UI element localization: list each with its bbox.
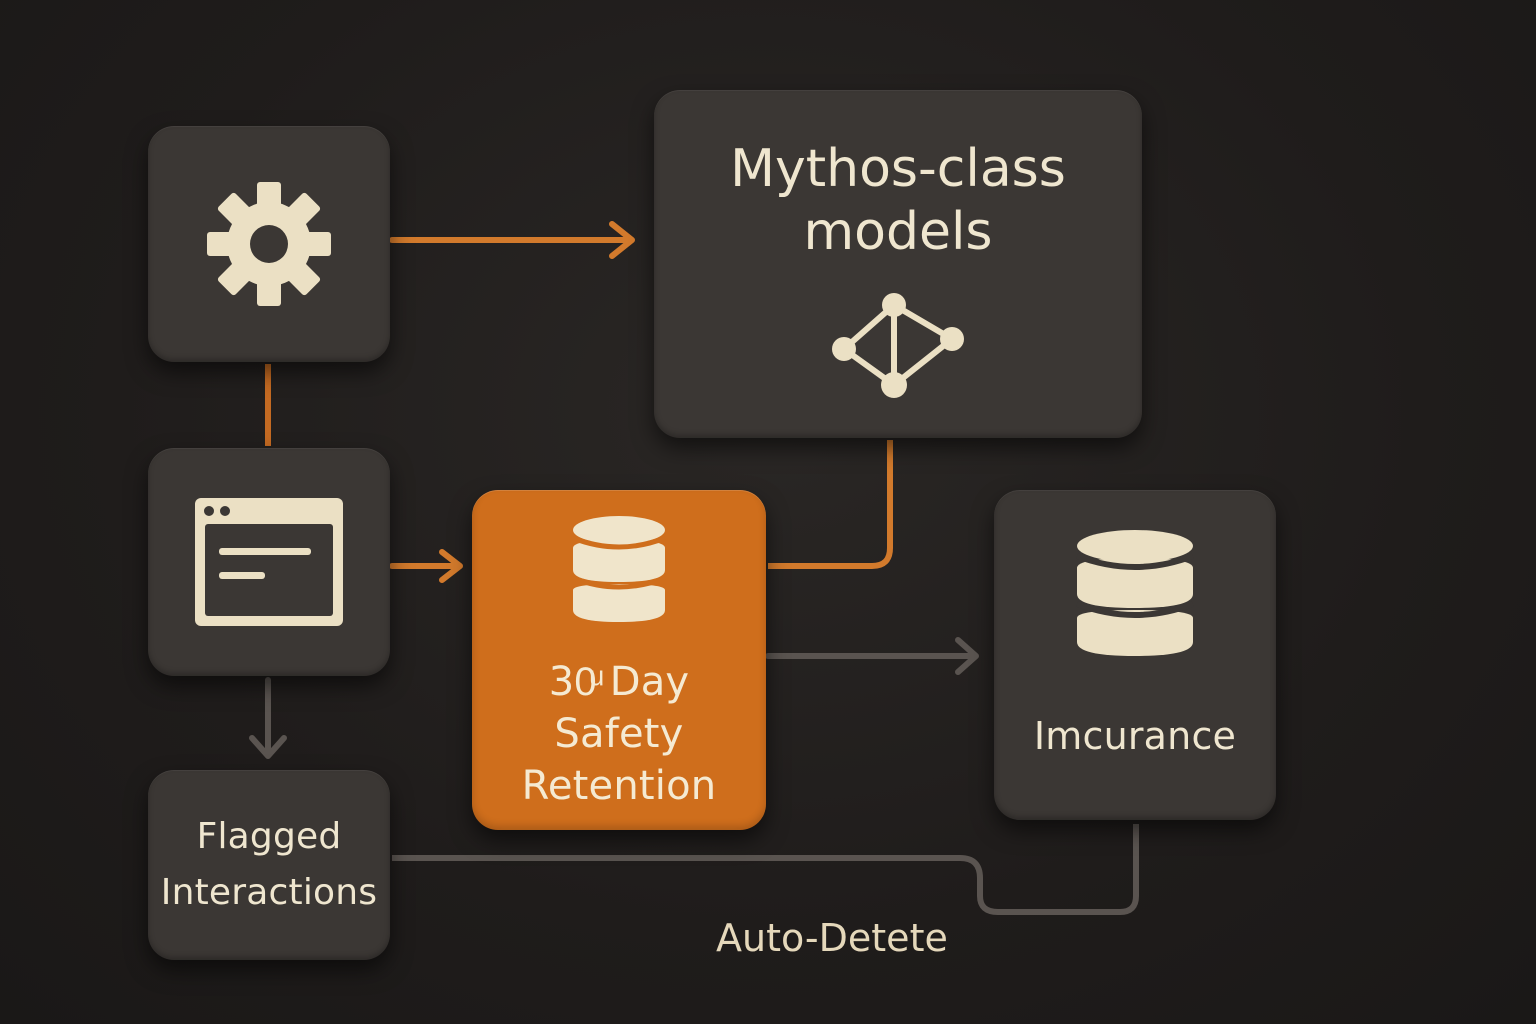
arrow-retention-to-storage <box>765 637 979 675</box>
retention-label-line2: Safety <box>554 711 684 757</box>
models-title: Mythos-class models <box>730 138 1066 265</box>
models-node[interactable]: Mythos-class models <box>654 90 1142 438</box>
flagged-label-line2: Interactions <box>160 872 378 913</box>
database-icon <box>572 516 666 622</box>
connector-auto-delete <box>392 824 1139 915</box>
connector-models-to-retention <box>768 440 893 569</box>
retention-label-line3: Retention <box>521 763 717 809</box>
arrow-interface-to-retention <box>389 549 463 583</box>
auto-delete-label: Auto-Detete <box>716 916 948 960</box>
storage-node[interactable]: Imcurance <box>994 490 1276 820</box>
flagged-label: Flagged Interactions <box>161 809 377 921</box>
storage-label: Imcurance <box>1033 714 1237 758</box>
database-icon <box>1075 530 1195 656</box>
models-title-line2: models <box>803 202 993 263</box>
retention-node[interactable]: 30ͧ Day Safety Retention <box>472 490 766 830</box>
flagged-node[interactable]: Flagged Interactions <box>148 770 390 960</box>
network-graph-icon <box>832 292 964 398</box>
flagged-label-line1: Flagged <box>196 816 342 858</box>
arrow-interface-to-flagged <box>249 677 287 759</box>
models-title-line1: Mythos-class <box>730 139 1066 199</box>
settings-node[interactable] <box>148 126 390 362</box>
retention-label-line1: 30ͧ Day <box>548 659 690 705</box>
retention-label: 30ͧ Day Safety Retention <box>522 656 717 812</box>
browser-window-icon <box>195 498 343 626</box>
gear-icon <box>207 182 331 306</box>
arrow-settings-to-models <box>389 221 635 259</box>
interface-node[interactable] <box>148 448 390 676</box>
